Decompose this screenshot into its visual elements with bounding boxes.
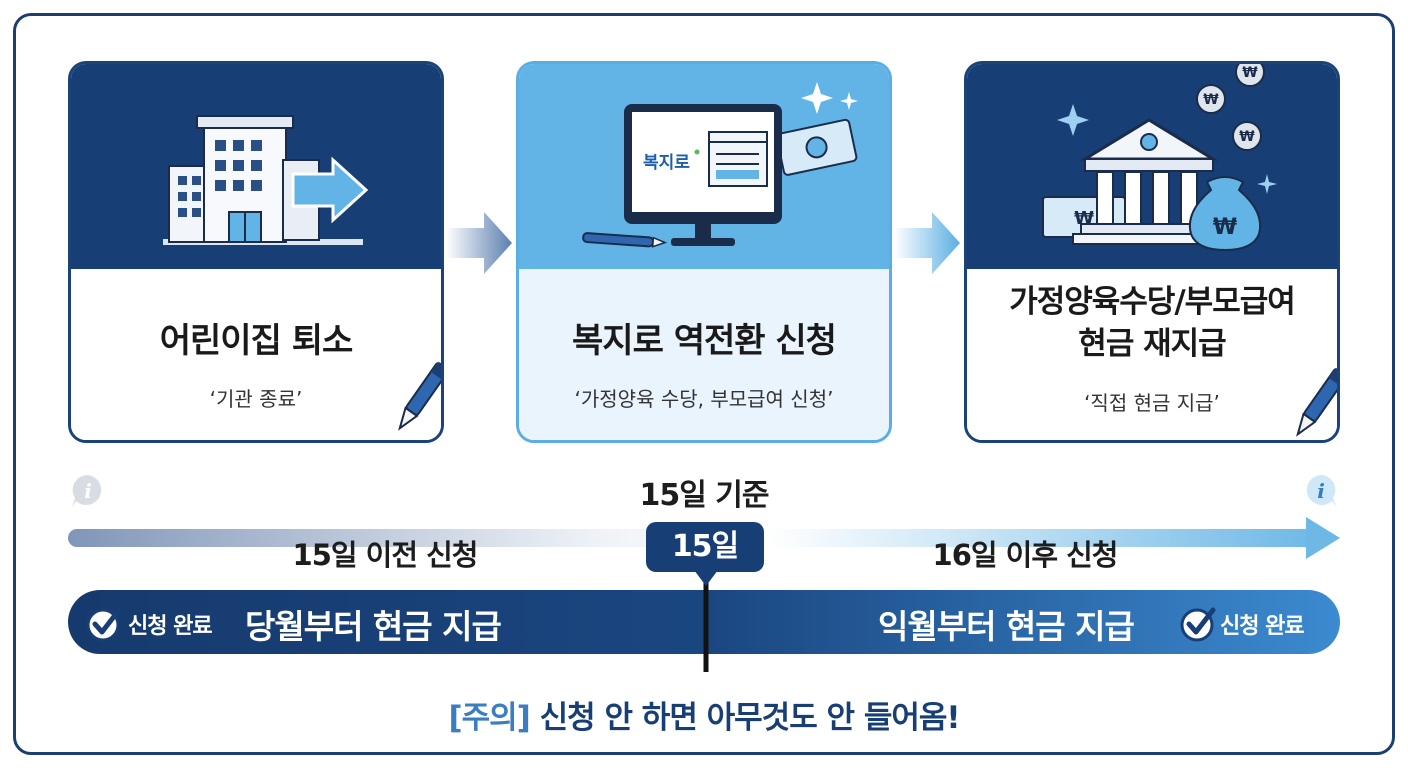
pin-label: 15일 — [671, 529, 739, 564]
flow-arrow-2-icon — [894, 212, 960, 274]
svg-text:₩: ₩ — [1239, 129, 1255, 145]
criterion-label: 15일 기준 — [639, 478, 770, 513]
timeline-arrowhead — [1306, 517, 1340, 559]
step-title: 복지로 역전환 신청 — [572, 321, 837, 361]
pen-icon — [1296, 368, 1337, 437]
step-subtitle: ‘직접 현금 지급’ — [1084, 391, 1220, 415]
flow-arrow-1-icon — [446, 212, 512, 274]
right-done-label: 신청 완료 — [1220, 614, 1305, 639]
right-result-label: 익월부터 현금 지급 — [878, 607, 1135, 646]
step-card-cash-repayment: ₩ ₩ ₩ ₩ ₩ 가정양육수당/부모급여 현금 재지급 ‘직접 — [964, 61, 1340, 443]
check-circle-icon — [86, 607, 122, 642]
pin-badge — [646, 522, 764, 572]
before-label: 15일 이전 신청 — [292, 538, 479, 572]
svg-text:₩: ₩ — [1213, 215, 1237, 240]
info-icon: i — [1306, 475, 1336, 507]
pen-icon — [398, 362, 441, 431]
warning-message: 신청 안 하면 아무것도 안 들어옴! — [529, 700, 961, 736]
bokjiro-logo: 복지로 — [643, 153, 690, 172]
warning-notice: [주의] 신청 안 하면 아무것도 안 들어옴! — [0, 692, 1408, 737]
info-icon: i — [72, 475, 102, 507]
svg-text:₩: ₩ — [1242, 65, 1258, 81]
check-circle-icon — [1180, 607, 1216, 642]
computer-application-icon: 복지로 — [582, 82, 858, 248]
left-done-label: 신청 완료 — [128, 614, 213, 639]
after-label: 16일 이후 신청 — [932, 538, 1119, 572]
svg-text:₩: ₩ — [1203, 92, 1219, 108]
step-title: 가정양육수당/부모급여 현금 재지급 — [1009, 284, 1296, 362]
step-subtitle: ‘가정양육 수당, 부모급여 신청’ — [574, 387, 834, 411]
building-exit-illustration — [71, 64, 441, 269]
svg-text:i: i — [84, 479, 92, 503]
computer-application-illustration: 복지로 — [519, 64, 889, 269]
svg-text:i: i — [1317, 479, 1325, 503]
step-card-bokjiro-application: 복지로 복지로 역전환 신청 ‘가정양육 수당, 부모급여 신청’ — [516, 61, 892, 443]
warning-tag: [주의] — [448, 700, 530, 736]
bank-money-illustration: ₩ ₩ ₩ ₩ ₩ — [967, 64, 1337, 269]
left-result-label: 당월부터 현금 지급 — [245, 607, 502, 646]
step-subtitle: ‘기관 종료’ — [209, 387, 303, 411]
building-exit-icon — [163, 115, 369, 245]
bank-money-icon: ₩ ₩ ₩ ₩ ₩ — [1042, 64, 1277, 252]
step-card-daycare-withdrawal: 어린이집 퇴소 ‘기관 종료’ — [68, 61, 444, 443]
step-title: 어린이집 퇴소 — [159, 321, 354, 361]
